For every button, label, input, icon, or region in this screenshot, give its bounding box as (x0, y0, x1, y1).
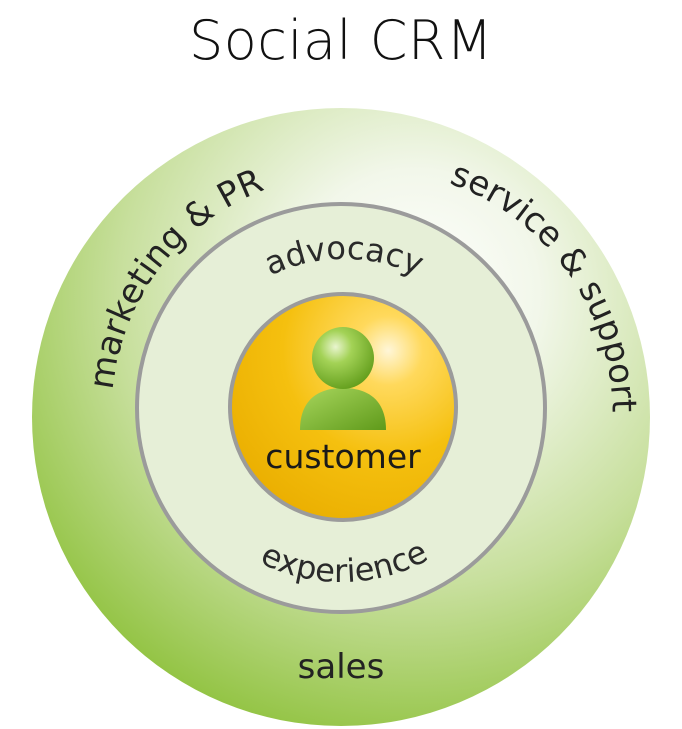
outer-label-bottom: sales (298, 647, 385, 687)
core-label: customer (265, 437, 421, 476)
diagram-title: Social CRM (188, 9, 494, 72)
person-icon (300, 327, 386, 430)
